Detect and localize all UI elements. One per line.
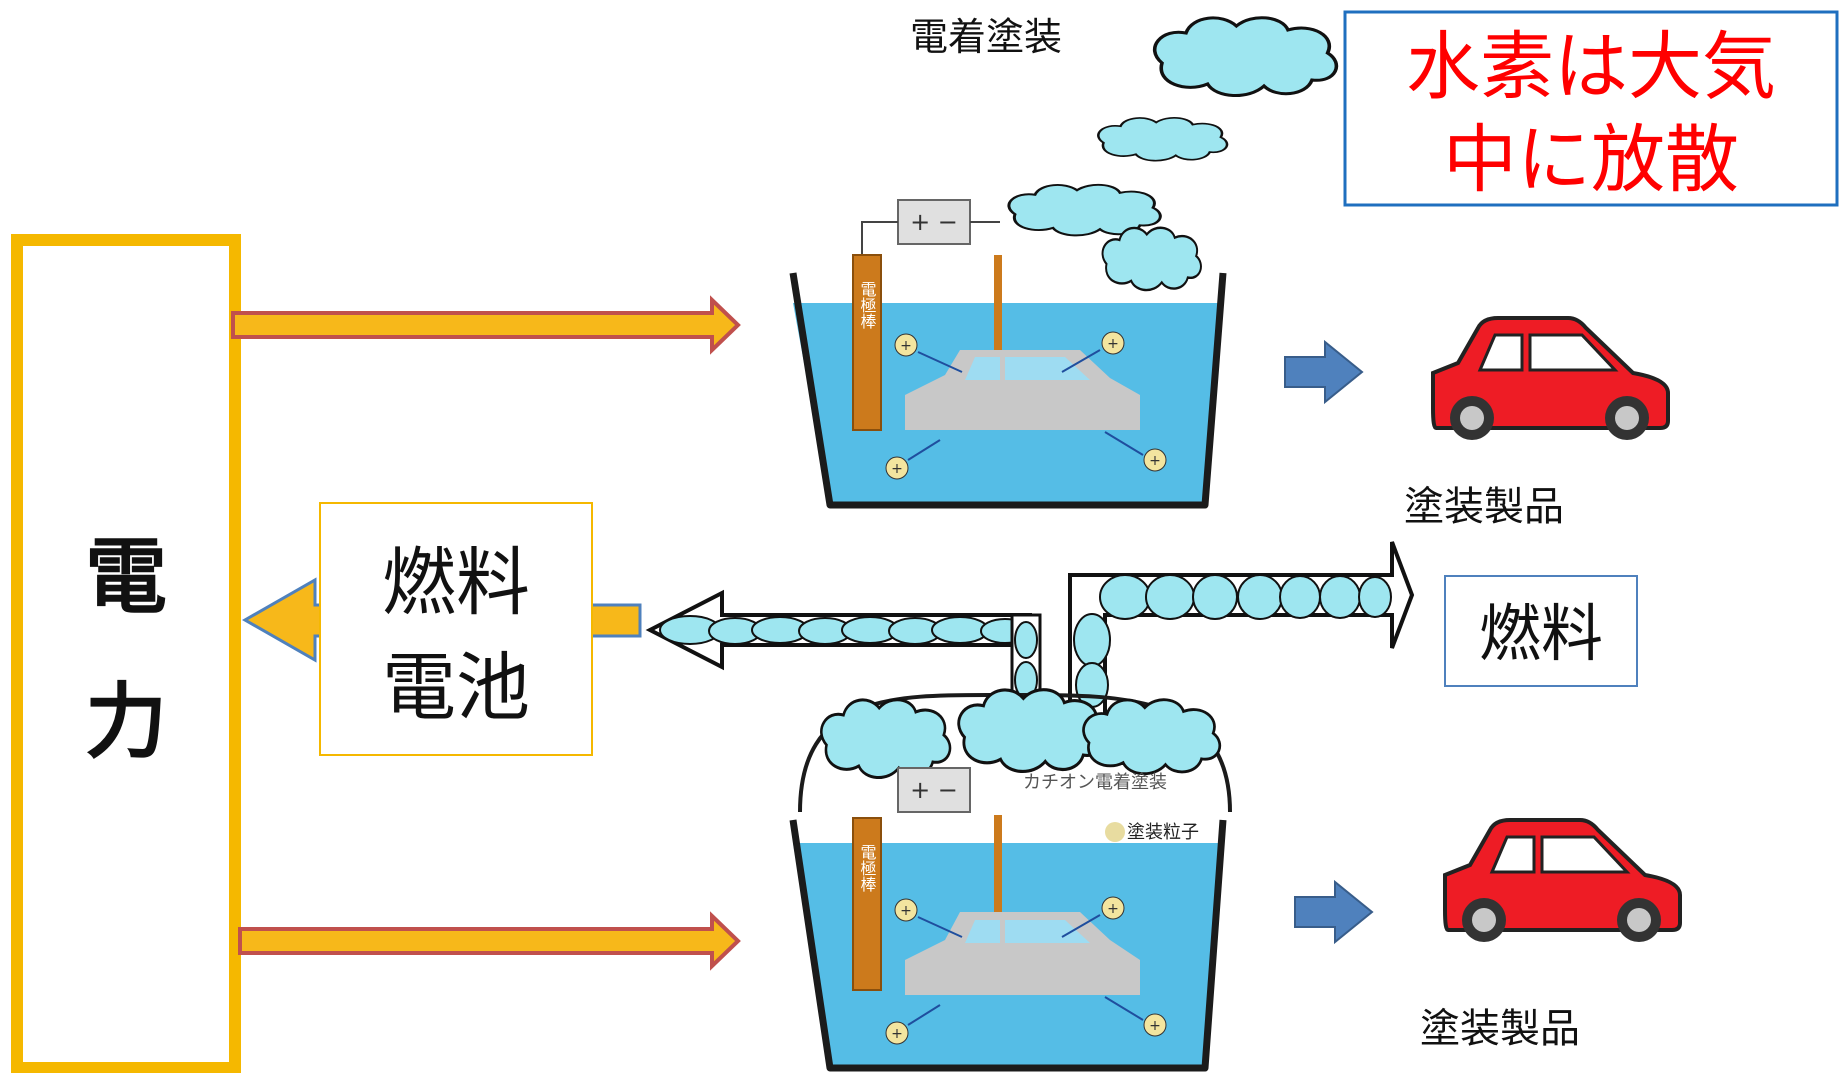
cationic-label: カチオン電着塗装: [1023, 771, 1167, 793]
top-tank: + − 電極棒 + + + +: [789, 199, 1227, 509]
cloud-bottom-1: [819, 698, 952, 780]
plus-sign: +: [891, 461, 903, 477]
hydrogen-note-line1: 水素は大気: [1406, 24, 1776, 110]
battery-symbols-bottom: + −: [910, 776, 958, 804]
plus-sign: +: [900, 903, 912, 919]
diagram-title: 電着塗装: [910, 15, 1062, 59]
fuel-cell-label-1: 燃料: [382, 540, 530, 626]
hydrogen-flow-left-arrow: [645, 589, 1032, 671]
power-arrow-top: [231, 295, 741, 355]
product-label-top: 塗装製品: [1404, 484, 1564, 530]
fuel-label: 燃料: [1479, 597, 1603, 670]
electrode-label-bottom: 電極棒: [858, 844, 877, 892]
fuel-cell-box: 燃料 電池: [319, 502, 593, 756]
battery-icon-bottom: [897, 767, 971, 813]
cloud-4: [1101, 226, 1203, 292]
electrode-top: [852, 254, 882, 431]
cloud-2: [1097, 116, 1229, 162]
fuel-box: 燃料: [1444, 575, 1638, 687]
electrode-label-top: 電極棒: [858, 281, 877, 329]
power-box: 電 力: [11, 234, 241, 1073]
hydrogen-note-line2: 中に放散: [1443, 117, 1739, 203]
plus-sign: +: [1107, 336, 1119, 352]
fuel-cell-label-2: 電池: [382, 645, 530, 731]
cloud-bottom-2: [957, 688, 1105, 774]
product-label-bottom: 塗装製品: [1420, 1006, 1580, 1052]
power-label-2: 力: [85, 675, 167, 770]
plus-sign: +: [1149, 1018, 1161, 1034]
cloud-1: [1152, 15, 1339, 98]
bottom-tank: + − カチオン電着塗装 塗装粒子 電極棒 + + + +: [789, 688, 1232, 1072]
plus-sign: +: [1107, 901, 1119, 917]
output-arrow-top: [1284, 339, 1364, 405]
battery-symbols-top: + −: [910, 208, 958, 236]
particle-legend: 塗装粒子: [1127, 821, 1199, 843]
power-arrow-bottom: [238, 911, 741, 971]
particle-legend-dot: [1105, 822, 1125, 842]
output-arrow-bottom: [1294, 879, 1374, 945]
plus-sign: +: [1149, 453, 1161, 469]
power-label-1: 電: [85, 530, 167, 625]
plus-sign: +: [900, 338, 912, 354]
painted-car-top: [1431, 316, 1670, 440]
electrode-bottom: [852, 817, 882, 991]
hydrogen-note: 水素は大気 中に放散: [1343, 10, 1839, 207]
plus-sign: +: [891, 1026, 903, 1042]
painted-car-bottom: [1443, 818, 1682, 942]
